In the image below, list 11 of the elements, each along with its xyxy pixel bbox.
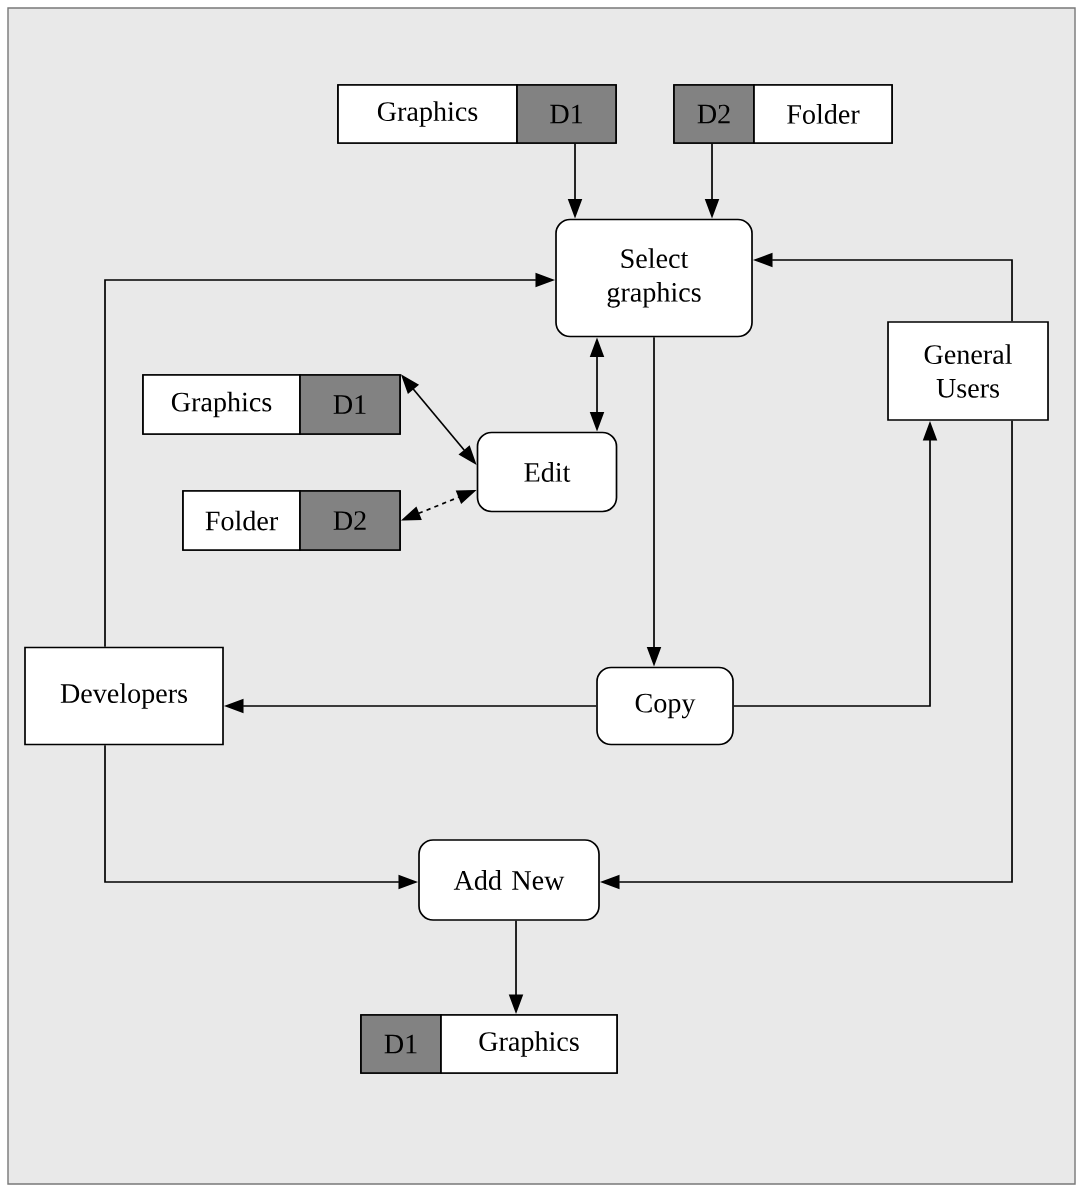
process-box: Copy — [596, 666, 734, 746]
data-store: Folder D2 — [182, 490, 401, 551]
process-box: Select graphics — [555, 218, 753, 338]
entity-box: General Users — [887, 321, 1049, 421]
entity-box: Developers — [24, 646, 224, 746]
data-store: Graphics D1 — [142, 374, 401, 435]
data-store: D1 Graphics — [360, 1014, 618, 1074]
data-store: D2 Folder — [673, 84, 893, 144]
process-box: Add New — [418, 839, 600, 921]
process-box: Edit — [476, 431, 618, 513]
data-store: Graphics D1 — [337, 84, 617, 144]
